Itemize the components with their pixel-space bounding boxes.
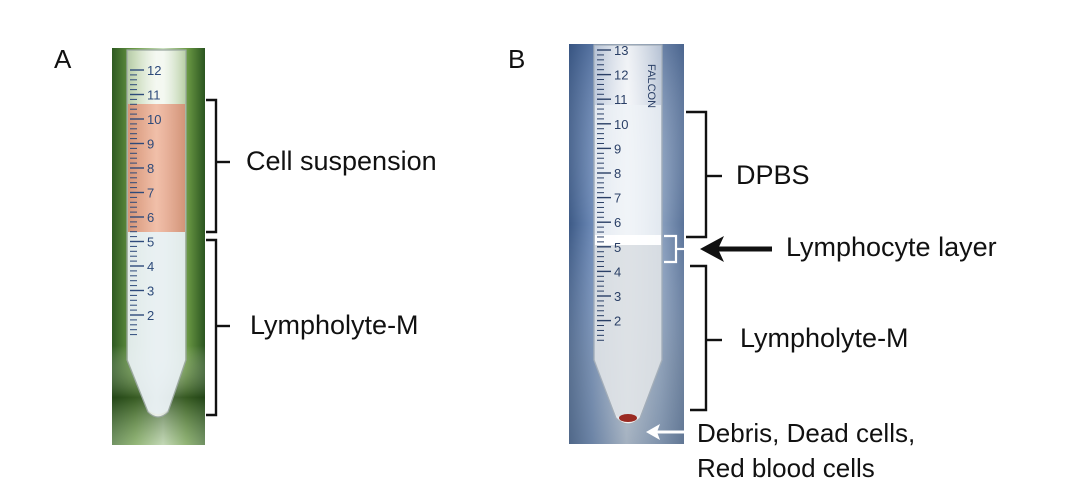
bracket-lympholyte-b	[690, 264, 722, 412]
scale-label: 11	[147, 88, 161, 103]
bracket-cell-suspension	[206, 98, 230, 234]
scale-label: 5	[147, 235, 154, 250]
scale-label: 2	[147, 308, 154, 323]
label-lympholyte-a: Lympholyte-M	[250, 310, 419, 340]
tube-scale-b: 13 12 11 10 9 8 7 6 5 4 3 2	[597, 43, 628, 341]
panel-letter-b: B	[508, 44, 526, 74]
arrow-debris	[646, 424, 692, 440]
bracket-lymphocyte-layer	[664, 234, 684, 264]
scale-label: 4	[147, 259, 154, 274]
arrow-lymphocyte-layer	[700, 236, 772, 262]
scale-label: 12	[147, 63, 161, 78]
tube-photo-b: 13 12 11 10 9 8 7 6 5 4 3 2 FALCON	[569, 43, 684, 444]
tube-scale-a: 12 11 10 9 8 7 6 5 4 3 2	[130, 63, 161, 336]
label-debris-line1: Debris, Dead cells,	[697, 418, 916, 448]
panel-letter-a: A	[54, 44, 72, 74]
scale-label: 9	[147, 137, 154, 152]
scale-label: 11	[614, 92, 628, 107]
scale-label: 3	[147, 284, 154, 299]
label-cell-suspension: Cell suspension	[246, 146, 437, 176]
tube-brand-text: FALCON	[645, 64, 657, 108]
tube-photo-a: 12 11 10 9 8 7 6 5 4 3 2	[112, 48, 205, 445]
bracket-dpbs	[686, 110, 722, 239]
scale-label: 13	[614, 43, 628, 58]
red-blood-cell-pellet	[619, 414, 637, 422]
bracket-lympholyte-a	[206, 238, 230, 417]
scale-label: 5	[614, 240, 621, 255]
scale-label: 8	[614, 166, 621, 181]
scale-label: 2	[614, 314, 621, 329]
scale-label: 10	[147, 112, 161, 127]
scale-label: 7	[147, 186, 154, 201]
label-debris-line2: Red blood cells	[697, 453, 875, 483]
scale-label: 4	[614, 264, 621, 279]
scale-label: 12	[614, 68, 628, 83]
scale-label: 6	[614, 215, 621, 230]
label-lympholyte-b: Lympholyte-M	[740, 323, 909, 353]
scale-label: 6	[147, 210, 154, 225]
scale-label: 8	[147, 161, 154, 176]
scale-label: 3	[614, 289, 621, 304]
scale-label: 10	[614, 117, 628, 132]
label-lymphocyte-layer: Lymphocyte layer	[786, 232, 997, 262]
scale-label: 7	[614, 191, 621, 206]
scale-label: 9	[614, 141, 621, 156]
label-dpbs: DPBS	[736, 160, 810, 190]
